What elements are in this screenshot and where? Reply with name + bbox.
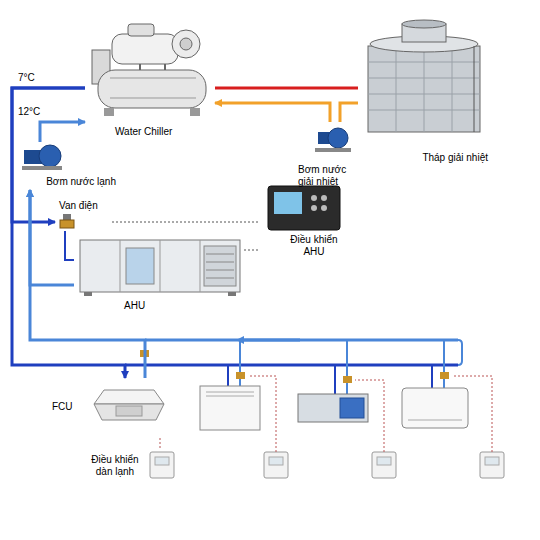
thermostat-node: Điều khiển dàn lạnh — [82, 448, 178, 484]
valve-drawing — [60, 214, 74, 228]
water-pipe — [65, 231, 74, 260]
fcu-drawings — [94, 386, 468, 430]
tower-node: Tháp giải nhiệt — [358, 18, 490, 166]
water-pipe — [215, 87, 358, 90]
chilled-water-headers — [125, 340, 462, 394]
water-pipe — [40, 122, 85, 142]
controller-node: Điều khiển AHU — [258, 182, 350, 260]
chiller-drawing — [92, 24, 206, 116]
equipment-label: Water Chiller — [115, 126, 172, 138]
chilled-pump-drawing — [22, 145, 62, 170]
controller-drawing — [268, 186, 340, 230]
fcu-node: FCU — [48, 378, 166, 436]
valve-node: Van điện — [55, 200, 110, 231]
equipment-label: Tháp giải nhiệt — [422, 152, 488, 164]
ahu-drawing — [80, 240, 240, 296]
water-pipe — [340, 103, 358, 122]
cooling-tower-drawing — [368, 20, 480, 132]
temperature-label: 12°C — [18, 106, 40, 118]
chiller-node: Water Chiller — [85, 18, 215, 140]
control-wire — [244, 250, 258, 251]
water-pipe — [215, 103, 330, 122]
equipment-label: Bơm nước giải nhiệt — [298, 164, 356, 188]
control-wire — [110, 222, 258, 223]
equipment-label: AHU — [124, 300, 145, 312]
pump-node: Bơm nước lạnh — [18, 142, 118, 190]
equipment-label: Điều khiển dàn lạnh — [84, 454, 146, 478]
water-pipe — [30, 190, 145, 378]
control-wire — [160, 436, 161, 448]
thermostat-drawings — [150, 376, 504, 478]
equipment-label: Bơm nước lạnh — [46, 176, 116, 188]
equipment-label: FCU — [52, 401, 73, 413]
ahu-node: AHU — [74, 234, 244, 314]
condenser-pump-drawing — [315, 128, 351, 152]
temperature-label: 7°C — [18, 72, 35, 84]
equipment-label: Van điện — [59, 200, 98, 212]
equipment-label: Điều khiển AHU — [286, 234, 342, 258]
pump-node: Bơm nước giải nhiệt — [296, 122, 357, 190]
